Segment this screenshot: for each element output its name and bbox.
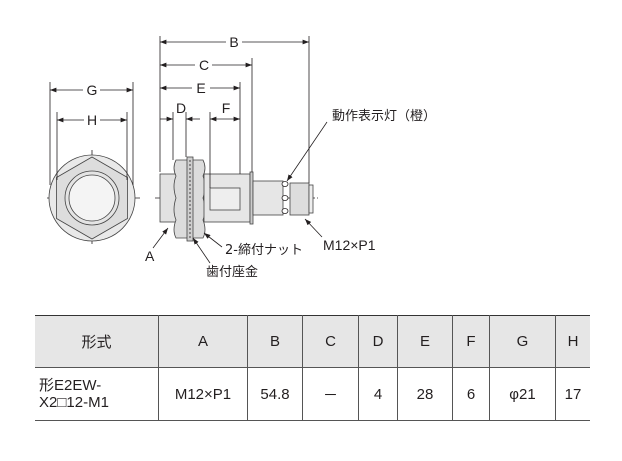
header-e: E	[397, 315, 453, 368]
header-b: B	[247, 315, 303, 368]
cell-f: 6	[452, 367, 490, 421]
dim-label-c: C	[199, 57, 209, 73]
connector-callout: M12×P1	[323, 237, 376, 253]
dim-label-g: G	[87, 82, 98, 98]
cell-c: －	[302, 367, 359, 421]
front-view	[47, 82, 140, 246]
dim-label-f: F	[222, 100, 231, 116]
table-row: 形E2EW-X2□12-M1 M12×P1 54.8 － 4 28 6 φ21 …	[35, 367, 590, 421]
header-model: 形式	[35, 315, 159, 368]
header-h: H	[555, 315, 590, 368]
dim-label-h: H	[87, 112, 97, 128]
dim-label-d: D	[176, 100, 186, 116]
header-a: A	[158, 315, 248, 368]
header-d: D	[358, 315, 398, 368]
cell-h: 17	[555, 367, 590, 421]
dim-label-b: B	[229, 34, 238, 50]
cell-e: 28	[397, 367, 453, 421]
cell-a: M12×P1	[158, 367, 248, 421]
side-view	[152, 36, 328, 264]
cell-model: 形E2EW-X2□12-M1	[35, 367, 159, 421]
thread-callout: A	[145, 248, 155, 264]
table-header-row: 形式 A B C D E F G H	[35, 315, 590, 368]
washer-callout: 歯付座金	[206, 264, 258, 280]
header-f: F	[452, 315, 490, 368]
dim-label-e: E	[196, 80, 205, 96]
header-c: C	[302, 315, 359, 368]
header-g: G	[489, 315, 556, 368]
model-line1: 形E2EW-	[39, 377, 102, 394]
nuts-callout: 2-締付ナット	[225, 242, 303, 258]
indicator-lamp	[281, 181, 289, 187]
cell-g: φ21	[489, 367, 556, 421]
dimension-drawing: G H B C E D F 動作表示灯（橙） M12×P1 A 2-締付ナット …	[47, 34, 436, 280]
cell-b: 54.8	[247, 367, 303, 421]
dimensions-table: 形式 A B C D E F G H 形E2EW-X2□12-M1 M12×P1…	[35, 315, 590, 421]
indicator-callout: 動作表示灯（橙）	[332, 109, 436, 124]
cell-d: 4	[358, 367, 398, 421]
model-line2: X2□12-M1	[39, 394, 109, 411]
